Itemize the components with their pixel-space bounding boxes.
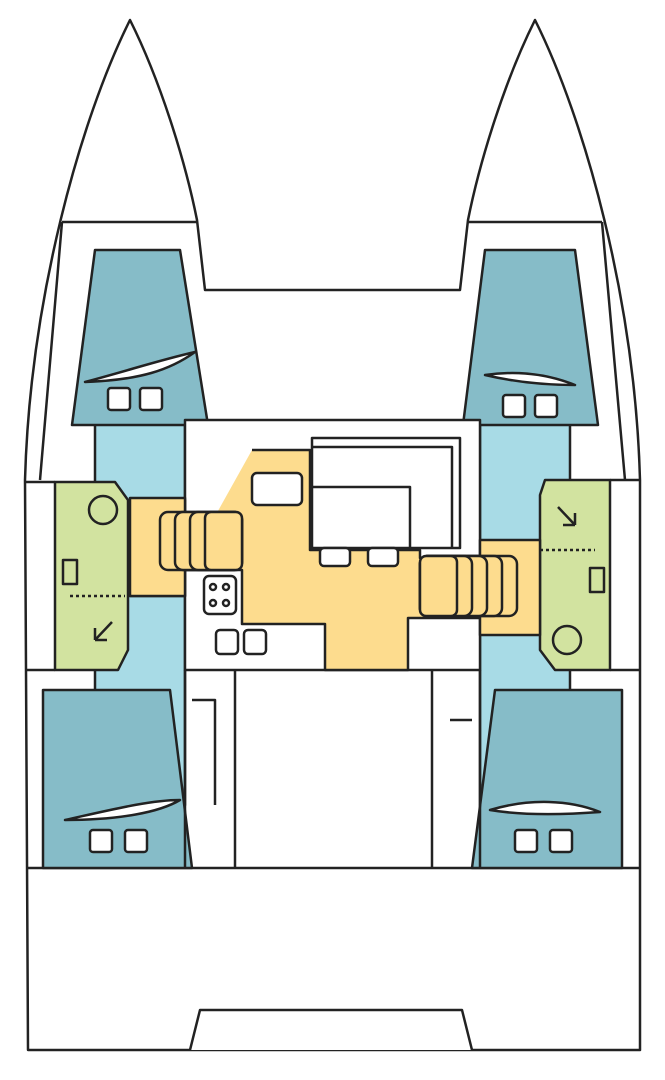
pillows	[63, 350, 602, 854]
shower-icon	[557, 506, 577, 527]
shower-icon	[93, 621, 113, 642]
stairs-port	[158, 510, 244, 572]
sink-icon	[242, 628, 268, 656]
sink-icon	[61, 558, 79, 586]
toilet-icon	[87, 494, 119, 526]
cabin-aft-port	[41, 688, 194, 870]
seat	[366, 546, 400, 568]
seat	[318, 546, 352, 568]
stairs-stbd	[418, 554, 519, 618]
cooktop-icon	[202, 574, 238, 616]
stern-notch	[188, 1008, 474, 1051]
cabin-forward-stbd	[461, 248, 600, 427]
nav-seat	[250, 471, 304, 507]
cabin-aft-stbd	[470, 688, 624, 870]
sink-icon	[588, 566, 606, 594]
toilet-icon	[551, 624, 583, 656]
sink-icon	[214, 628, 240, 656]
dining-table	[310, 485, 412, 550]
